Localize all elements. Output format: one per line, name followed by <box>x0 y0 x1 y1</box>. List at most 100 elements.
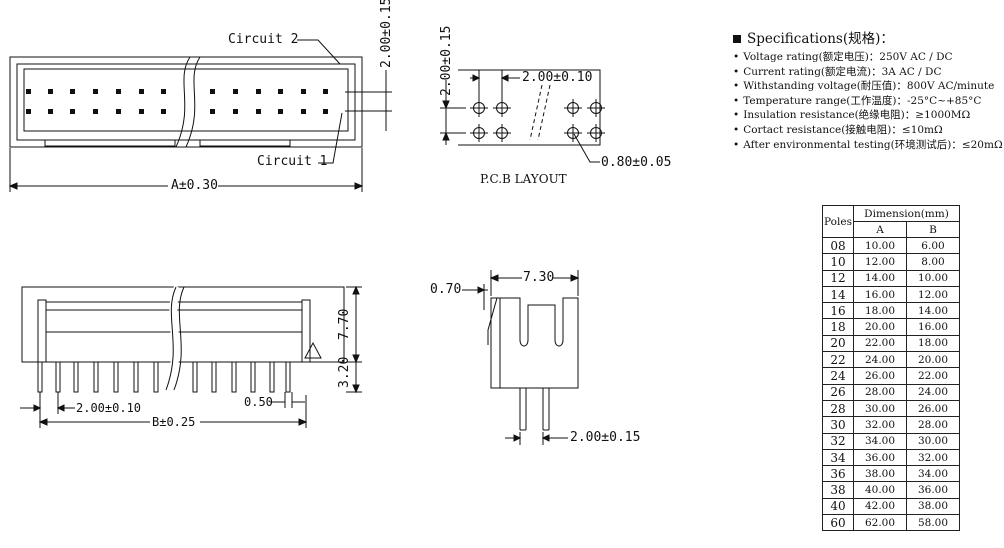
pin-square <box>256 89 261 94</box>
pin-square <box>116 109 121 114</box>
cell-a: 24.00 <box>853 351 907 369</box>
pcb-layout-title: P.C.B LAYOUT <box>480 172 567 186</box>
cell-a: 36.00 <box>853 448 907 467</box>
cell-b: 6.00 <box>906 236 960 255</box>
side-pitch-label: 2.00±0.15 <box>570 430 641 445</box>
cell-poles: 24 <box>822 367 854 385</box>
cell-b: 28.00 <box>906 416 960 434</box>
pcb-pitch-horizontal-label: 2.00±0.10 <box>522 70 593 85</box>
cell-poles: 26 <box>822 383 854 401</box>
spec-item: Insulation resistance(绝缘电阻)：≥1000MΩ <box>733 108 1003 123</box>
pcb-hole-diameter-label: 0.80±0.05 <box>601 155 672 170</box>
cell-a: 42.00 <box>853 497 907 516</box>
top-view-pin-grid <box>26 89 328 114</box>
cell-a: 10.00 <box>853 236 907 255</box>
front-pin-length-label: 3.20 <box>337 356 352 388</box>
pin-lead <box>55 361 61 393</box>
top-view-inner-wall <box>16 63 356 141</box>
specifications-title: Specifications(规格)： <box>747 31 894 47</box>
cell-b: 8.00 <box>906 253 960 271</box>
side-view-latch <box>487 297 498 345</box>
top-view-key-left <box>44 139 176 147</box>
cell-a: 62.00 <box>853 514 907 532</box>
pin-lead <box>37 361 43 393</box>
front-view-body <box>21 286 345 363</box>
specifications-list: Voltage rating(额定电压)：250V AC / DC Curren… <box>733 50 1003 152</box>
pin-square <box>70 109 75 114</box>
spec-item: Voltage rating(额定电压)：250V AC / DC <box>733 50 1003 65</box>
pcb-layout-drawing <box>440 69 605 163</box>
cell-b: 30.00 <box>906 432 960 450</box>
specifications-heading: Specifications(规格)： <box>733 27 1003 47</box>
cell-b: 18.00 <box>906 334 960 353</box>
cell-poles: 36 <box>822 465 854 483</box>
top-view-pitch-label: 2.00±0.15 <box>379 0 394 68</box>
col-b-header: B <box>906 221 960 238</box>
pin-square <box>139 109 144 114</box>
pin1-marker-triangle <box>304 341 322 359</box>
cell-b: 20.00 <box>906 351 960 369</box>
pin-lead <box>211 361 217 393</box>
spec-item: Current rating(额定电流)：3A AC / DC <box>733 65 1003 80</box>
pcb-hole-grid <box>470 99 605 142</box>
pin-square <box>323 89 328 94</box>
cell-b: 24.00 <box>906 383 960 401</box>
pin-square <box>116 89 121 94</box>
cell-b: 22.00 <box>906 367 960 385</box>
pin-lead <box>269 361 275 393</box>
cell-a: 40.00 <box>853 481 907 499</box>
pin-lead <box>93 361 99 393</box>
pin-square <box>233 109 238 114</box>
circuit-1-label: Circuit 1 <box>257 154 328 169</box>
top-view <box>8 39 392 192</box>
side-view <box>462 270 580 445</box>
cell-poles: 20 <box>822 334 854 353</box>
col-a-header: A <box>853 221 907 238</box>
dim-a-label: A±0.30 <box>171 178 218 193</box>
cell-a: 32.00 <box>853 416 907 434</box>
pin-lead <box>192 361 198 393</box>
cell-poles: 08 <box>822 236 854 255</box>
cell-poles: 38 <box>822 481 854 499</box>
cell-poles: 34 <box>822 448 854 467</box>
cell-poles: 32 <box>822 432 854 450</box>
cell-b: 12.00 <box>906 285 960 304</box>
cell-poles: 22 <box>822 351 854 369</box>
front-pin-width-label: 0.50 <box>244 395 273 409</box>
dim-b-label: B±0.25 <box>152 415 196 429</box>
pin-square <box>93 109 98 114</box>
pin-square <box>26 89 31 94</box>
hole-leader <box>573 133 600 163</box>
cell-a: 16.00 <box>853 285 907 304</box>
pin-lead <box>73 361 79 393</box>
cell-poles: 60 <box>822 514 854 532</box>
pin-square <box>139 89 144 94</box>
cell-a: 12.00 <box>853 253 907 271</box>
pin-lead <box>113 361 119 393</box>
cell-a: 28.00 <box>853 383 907 401</box>
break-line <box>165 286 177 391</box>
circuit-2-leader <box>297 39 341 65</box>
front-view <box>20 285 362 428</box>
pin-lead <box>133 361 139 393</box>
cell-a: 26.00 <box>853 367 907 385</box>
cell-poles: 16 <box>822 302 854 320</box>
cell-b: 16.00 <box>906 318 960 336</box>
cell-poles: 14 <box>822 285 854 304</box>
spec-item: Withstanding voltage(耐压值)：800V AC/minute <box>733 79 1003 94</box>
pin-square <box>26 109 31 114</box>
cell-poles: 18 <box>822 318 854 336</box>
